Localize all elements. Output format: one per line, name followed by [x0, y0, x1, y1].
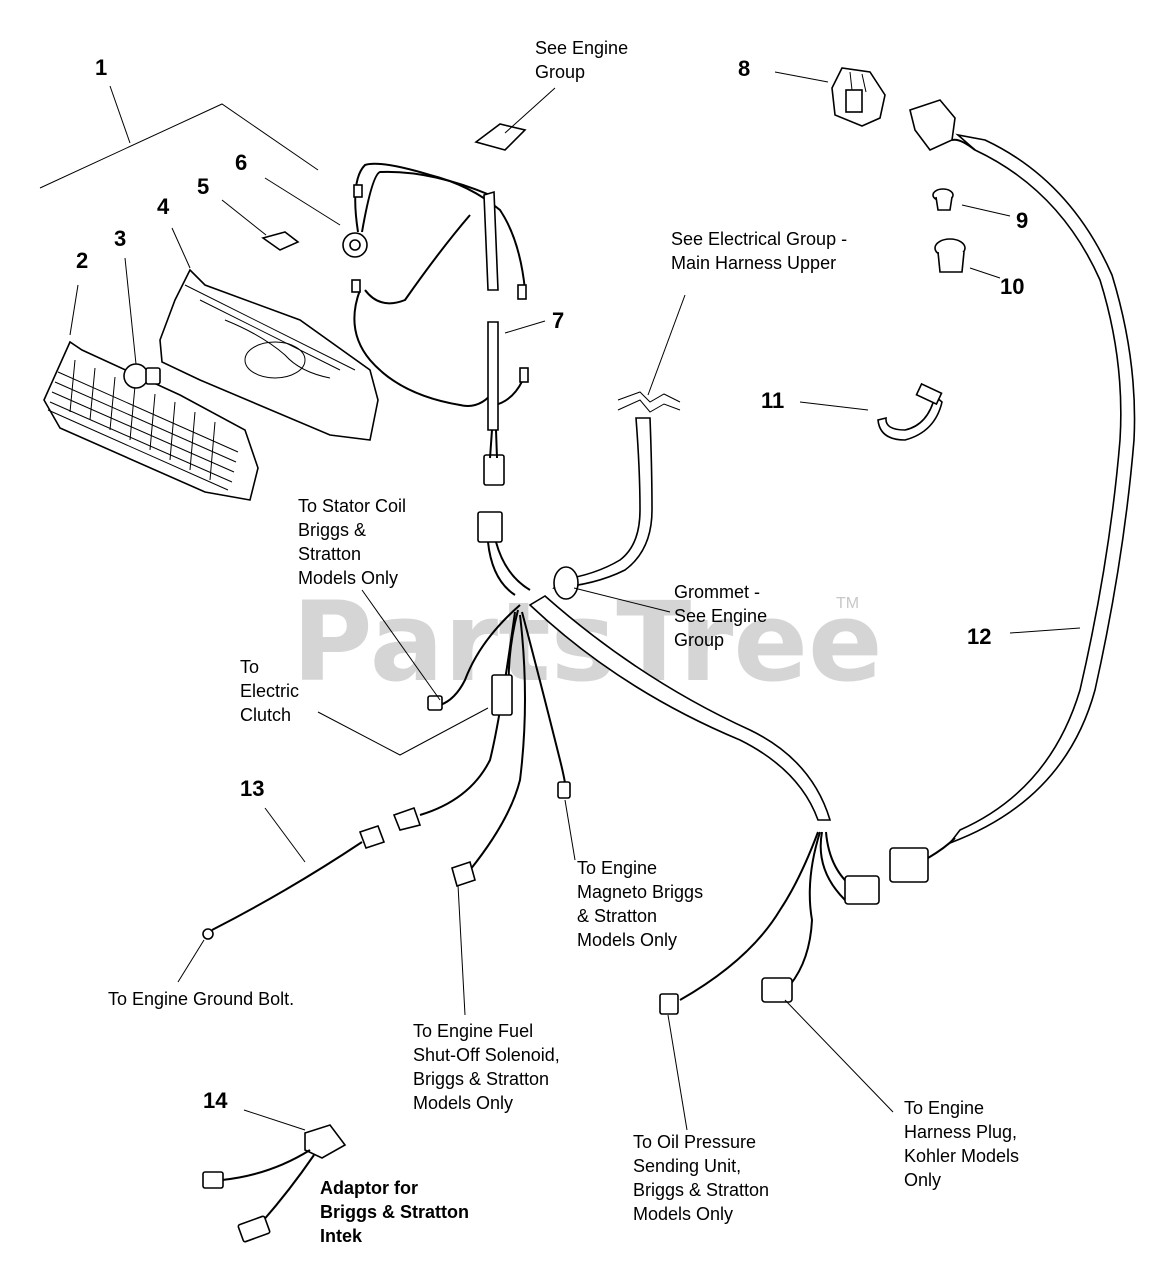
note-ground-bolt: To Engine Ground Bolt. [108, 989, 294, 1009]
harness-plug-leader [784, 999, 894, 1113]
electrical-group-leader [647, 294, 686, 396]
bulb-socket [342, 232, 368, 258]
electric-clutch-leader [317, 707, 489, 756]
ground-bolt-leader [177, 939, 205, 983]
note-stator-coil: To Stator Coil Briggs & Stratton Models … [298, 496, 411, 588]
callout-12-leader [1009, 627, 1081, 634]
oil-pressure-leader [667, 1014, 688, 1131]
clip-part [261, 231, 300, 251]
engine-group-clip [474, 123, 527, 151]
note-engine-group: See Engine Group [535, 38, 633, 82]
headlight-wire-harness [351, 162, 529, 486]
callout-2: 2 [76, 248, 88, 273]
magneto-leader [564, 799, 576, 861]
callout-1-leader [39, 85, 319, 189]
adaptor-part [202, 1124, 347, 1243]
callout-5-leader [221, 199, 267, 236]
switch-part [831, 67, 886, 127]
callout-2-leader [69, 284, 79, 336]
callout-3: 3 [114, 226, 126, 251]
callout-5: 5 [197, 174, 209, 199]
callout-1: 1 [95, 55, 107, 80]
grommet-leader [573, 587, 671, 613]
callout-3-leader [124, 257, 137, 365]
bushing-large [934, 238, 966, 273]
callout-7-leader [504, 320, 546, 334]
main-harness [392, 391, 880, 1015]
callout-9: 9 [1016, 208, 1028, 233]
long-harness [889, 99, 1136, 883]
callout-12: 12 [967, 624, 991, 649]
ground-wire [202, 824, 386, 940]
callout-6: 6 [235, 150, 247, 175]
note-electrical-group: See Electrical Group - Main Harness Uppe… [671, 229, 852, 273]
fuel-solenoid-leader [457, 884, 466, 1016]
bushing-small [932, 188, 954, 211]
callout-10: 10 [1000, 274, 1024, 299]
callout-6-leader [264, 177, 341, 226]
callout-9-leader [961, 204, 1011, 217]
callout-13: 13 [240, 776, 264, 801]
headlight-bulb [123, 363, 161, 389]
callout-4-leader [171, 227, 191, 269]
note-oil-pressure: To Oil Pressure Sending Unit, Briggs & S… [633, 1132, 774, 1224]
watermark-trademark: TM [836, 595, 859, 612]
note-harness-plug: To Engine Harness Plug, Kohler Models On… [904, 1098, 1024, 1190]
callout-8: 8 [738, 56, 750, 81]
callout-10-leader [969, 267, 1001, 279]
engine-group-leader [504, 87, 556, 134]
callout-11-leader [799, 401, 869, 411]
cable-tie [877, 382, 943, 441]
stator-coil-leader [361, 589, 441, 701]
headlight-housing [159, 268, 379, 441]
callout-13-leader [264, 807, 306, 863]
callout-14-leader [243, 1109, 306, 1131]
note-magneto: To Engine Magneto Briggs & Stratton Mode… [577, 858, 708, 950]
headlight-lens [43, 340, 259, 501]
callout-14: 14 [203, 1088, 228, 1113]
note-fuel-solenoid: To Engine Fuel Shut-Off Solenoid, Briggs… [413, 1021, 565, 1113]
callout-11: 11 [761, 388, 784, 413]
note-grommet: Grommet - See Engine Group [674, 582, 772, 650]
note-adaptor: Adaptor for Briggs & Stratton Intek [320, 1178, 474, 1246]
callout-7: 7 [552, 308, 564, 333]
callout-8-leader [774, 71, 829, 83]
callout-4: 4 [157, 194, 170, 219]
note-electric-clutch: To Electric Clutch [240, 657, 304, 725]
